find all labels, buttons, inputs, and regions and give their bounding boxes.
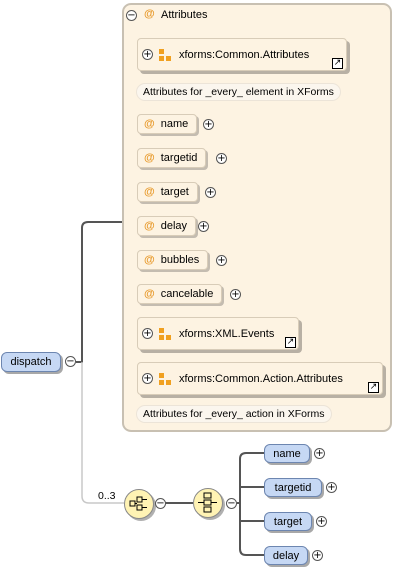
attribute-group-label: xforms:XML.Events	[179, 327, 275, 340]
at-sign-icon: @	[144, 288, 155, 300]
attribute-group-label: xforms:Common.Attributes	[179, 48, 310, 61]
minus-circle-icon[interactable]: −	[126, 10, 137, 21]
external-link-icon[interactable]: ↗	[332, 58, 343, 69]
child-element-delay[interactable]: delay	[264, 546, 308, 565]
plus-circle-icon[interactable]: +	[216, 153, 227, 164]
attribute-bubbles[interactable]: @ bubbles	[137, 250, 209, 270]
plus-circle-icon[interactable]: +	[326, 482, 337, 493]
plus-circle-icon[interactable]: +	[142, 373, 153, 384]
choice-compositor-icon[interactable]	[193, 488, 223, 518]
attribute-label: delay	[160, 220, 188, 232]
occurrence-label: 0..3	[98, 490, 116, 502]
attribute-label: target	[160, 186, 189, 198]
root-element-dispatch[interactable]: dispatch	[1, 352, 61, 372]
child-element-target[interactable]: target	[264, 512, 312, 531]
plus-circle-icon[interactable]: +	[230, 289, 241, 300]
plus-circle-icon[interactable]: +	[142, 49, 153, 60]
attribute-cancelable[interactable]: @ cancelable	[137, 284, 223, 304]
attribute-targetid[interactable]: @ targetid	[137, 148, 207, 168]
external-link-icon[interactable]: ↗	[368, 382, 379, 393]
child-element-name[interactable]: name	[264, 444, 310, 463]
attribute-group-xml-events[interactable]: + xforms:XML.Events	[137, 317, 299, 350]
minus-circle-icon[interactable]: −	[155, 498, 166, 509]
attribute-target[interactable]: @ target	[137, 182, 198, 202]
attribute-group-icon	[159, 327, 171, 340]
at-sign-icon: @	[144, 254, 155, 266]
at-sign-icon: @	[144, 152, 155, 164]
child-element-label: target	[273, 515, 303, 528]
attribute-group-common[interactable]: + xforms:Common.Attributes	[137, 38, 347, 71]
attribute-delay[interactable]: @ delay	[137, 216, 197, 236]
attribute-name[interactable]: @ name	[137, 114, 198, 134]
attribute-label: cancelable	[160, 288, 214, 300]
at-sign-icon: @	[144, 186, 155, 198]
sequence-compositor-icon[interactable]	[124, 489, 159, 524]
attribute-group-icon	[159, 48, 171, 61]
plus-circle-icon[interactable]: +	[314, 448, 325, 459]
attribute-group-icon	[159, 372, 171, 385]
minus-circle-icon[interactable]: −	[226, 498, 237, 509]
minus-circle-icon[interactable]: −	[65, 356, 76, 367]
external-link-icon[interactable]: ↗	[285, 337, 296, 348]
plus-circle-icon[interactable]: +	[198, 221, 209, 232]
attribute-group-common-action[interactable]: + xforms:Common.Action.Attributes	[137, 362, 383, 395]
attribute-label: bubbles	[160, 254, 200, 266]
at-sign-icon: @	[144, 220, 155, 232]
at-sign-icon: @	[144, 8, 155, 20]
plus-circle-icon[interactable]: +	[316, 516, 327, 527]
plus-circle-icon[interactable]: +	[216, 255, 227, 266]
child-element-label: name	[273, 447, 301, 460]
attribute-label: name	[160, 118, 189, 130]
plus-circle-icon[interactable]: +	[142, 328, 153, 339]
plus-circle-icon[interactable]: +	[203, 119, 214, 130]
plus-circle-icon[interactable]: +	[312, 550, 323, 561]
attribute-group-doc: Attributes for _every_ action in XForms	[136, 405, 332, 423]
child-element-label: targetid	[274, 481, 312, 494]
child-element-label: delay	[272, 549, 300, 562]
root-element-label: dispatch	[10, 356, 52, 368]
attributes-title: Attributes	[161, 9, 208, 21]
plus-circle-icon[interactable]: +	[205, 187, 216, 198]
at-sign-icon: @	[144, 118, 155, 130]
attribute-group-doc: Attributes for _every_ element in XForms	[136, 83, 341, 101]
attributes-panel	[122, 3, 392, 432]
attribute-group-label: xforms:Common.Action.Attributes	[179, 372, 343, 385]
attribute-label: targetid	[160, 152, 198, 164]
child-element-targetid[interactable]: targetid	[264, 478, 322, 497]
